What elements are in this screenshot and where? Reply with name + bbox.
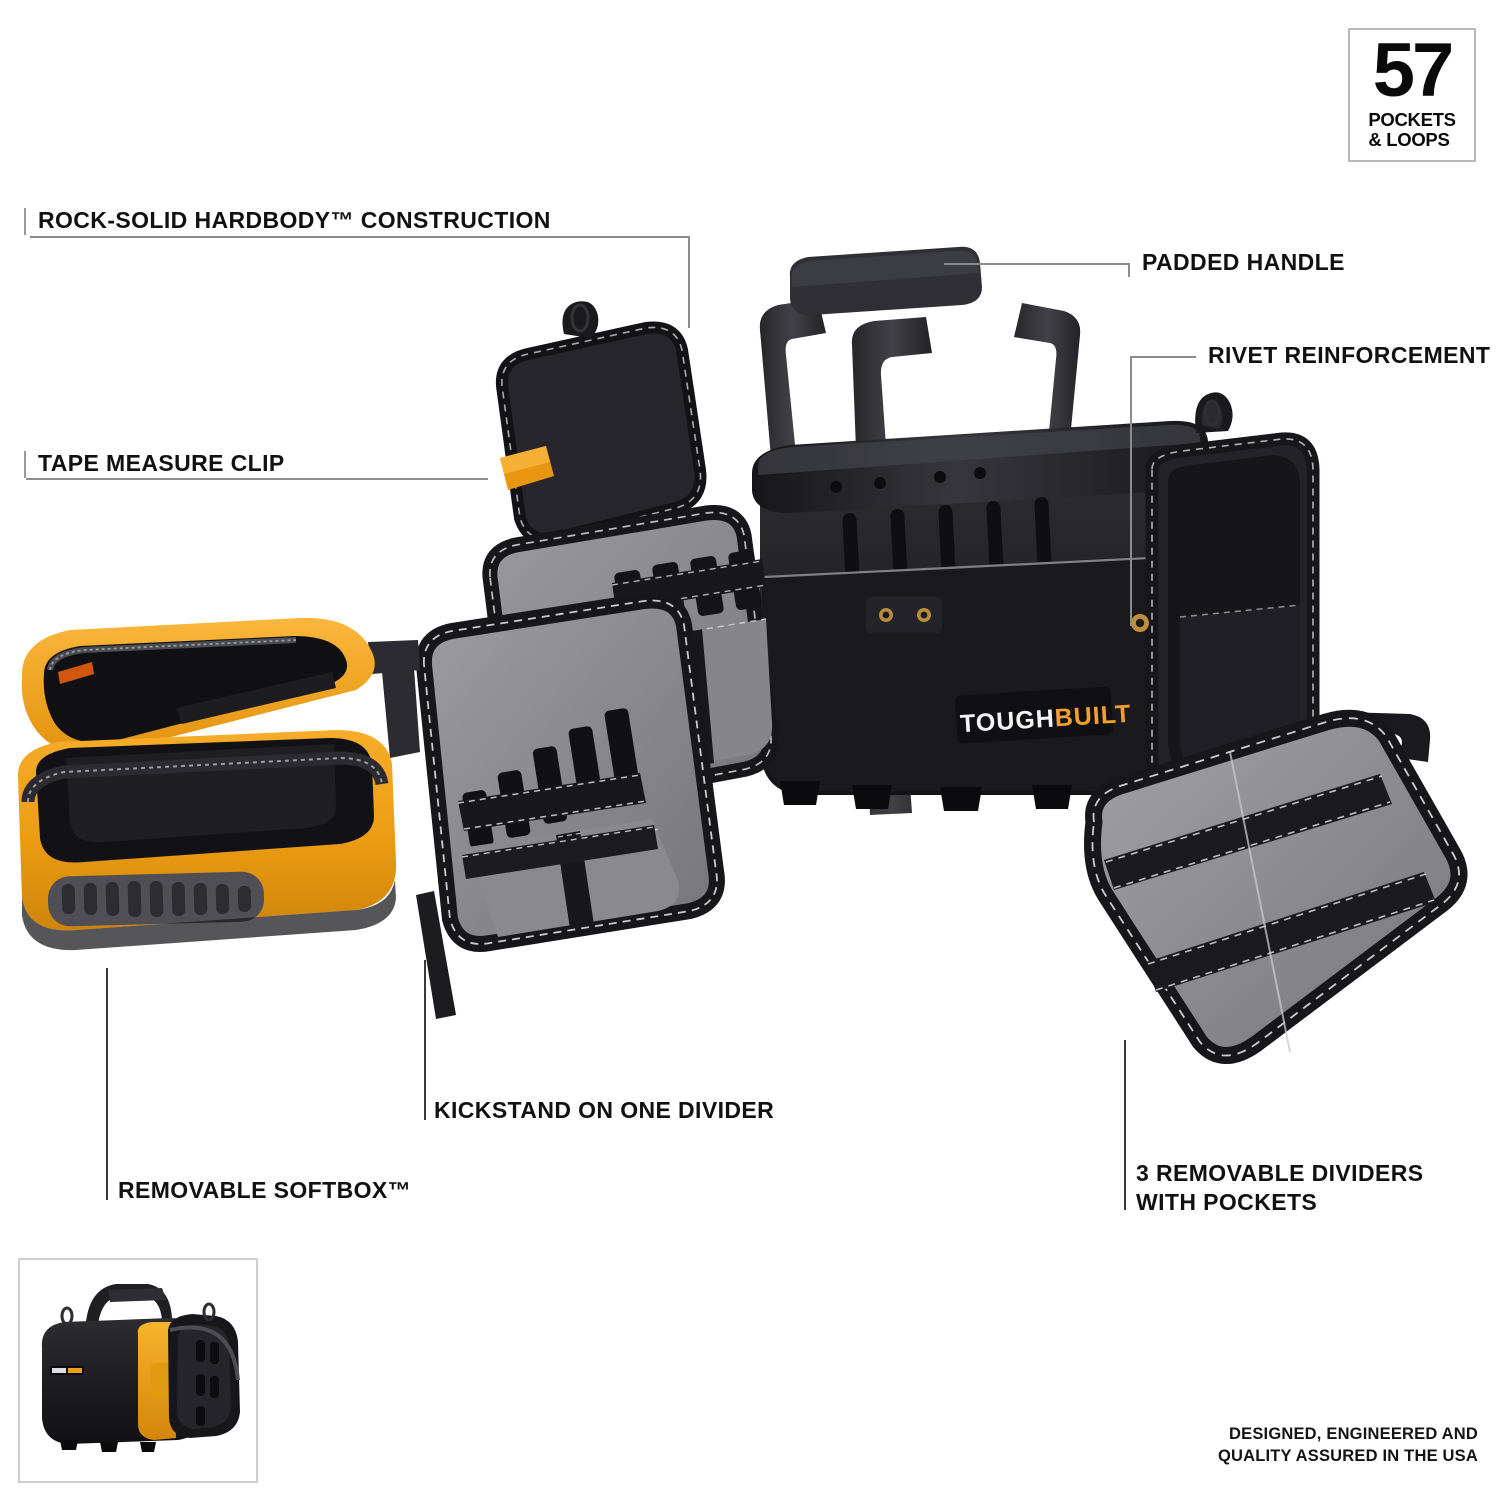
callout-tape-measure-clip-text: TAPE MEASURE CLIP <box>38 450 285 476</box>
callout-removable-softbox: REMOVABLE SOFTBOX™ <box>118 1176 411 1205</box>
leader-rock-solid-horizontal <box>30 236 690 238</box>
callout-removable-dividers: 3 REMOVABLE DIVIDERS WITH POCKETS <box>1136 1159 1436 1218</box>
removable-softbox-image <box>0 612 420 1002</box>
callout-removable-dividers-line2: WITH POCKETS <box>1136 1189 1318 1216</box>
callout-kickstand-on-one-divider-text: KICKSTAND ON ONE DIVIDER <box>434 1097 775 1123</box>
footer-line1: DESIGNED, ENGINEERED AND <box>1229 1425 1478 1443</box>
leader-dividers-vertical <box>1124 1040 1126 1210</box>
leader-rivet-vertical <box>1130 356 1132 626</box>
leader-padded-handle-vertical <box>1128 263 1130 277</box>
footer-line2: QUALITY ASSURED IN THE USA <box>1217 1446 1478 1465</box>
divider-panel-front-image <box>398 595 748 1025</box>
callout-removable-dividers-line1: 3 REMOVABLE DIVIDERS <box>1136 1160 1424 1186</box>
callout-removable-softbox-text: REMOVABLE SOFTBOX™ <box>118 1177 412 1203</box>
callout-padded-handle: PADDED HANDLE <box>1142 248 1345 277</box>
callout-rivet-reinforcement-text: RIVET REINFORCEMENT <box>1208 342 1491 368</box>
callout-rock-solid-hardbody-text: ROCK-SOLID HARDBODY™ CONSTRUCTION <box>38 207 551 233</box>
callout-rock-solid-hardbody: ROCK-SOLID HARDBODY™ CONSTRUCTION <box>24 206 551 236</box>
callout-tape-measure-clip: TAPE MEASURE CLIP <box>24 449 285 479</box>
callout-rivet-reinforcement: RIVET REINFORCEMENT <box>1208 341 1490 370</box>
callout-kickstand-on-one-divider: KICKSTAND ON ONE DIVIDER <box>434 1096 774 1125</box>
leader-kickstand-vertical <box>424 960 426 1120</box>
badge-caption-line1: POCKETS <box>1368 108 1456 130</box>
leader-rock-solid-vertical <box>688 236 690 328</box>
badge-caption-line2: & LOOPS <box>1368 128 1450 150</box>
leader-softbox-vertical <box>106 968 108 1200</box>
leader-rivet-horizontal <box>1130 356 1196 358</box>
product-thumbnail <box>18 1258 258 1483</box>
logo-tough: TOUGH <box>959 704 1056 739</box>
leader-padded-handle-horizontal <box>944 263 1130 265</box>
divider-panel-right-image <box>1080 700 1480 1100</box>
usa-assurance-footer: DESIGNED, ENGINEERED AND QUALITY ASSURED… <box>1218 1424 1478 1468</box>
callout-padded-handle-text: PADDED HANDLE <box>1142 249 1345 275</box>
badge-count: 57 <box>1372 28 1455 113</box>
leader-tape-measure-horizontal <box>26 478 488 480</box>
badge-caption: POCKETS & LOOPS <box>1368 108 1456 150</box>
pockets-loops-badge: 57 POCKETS & LOOPS <box>1348 28 1476 162</box>
